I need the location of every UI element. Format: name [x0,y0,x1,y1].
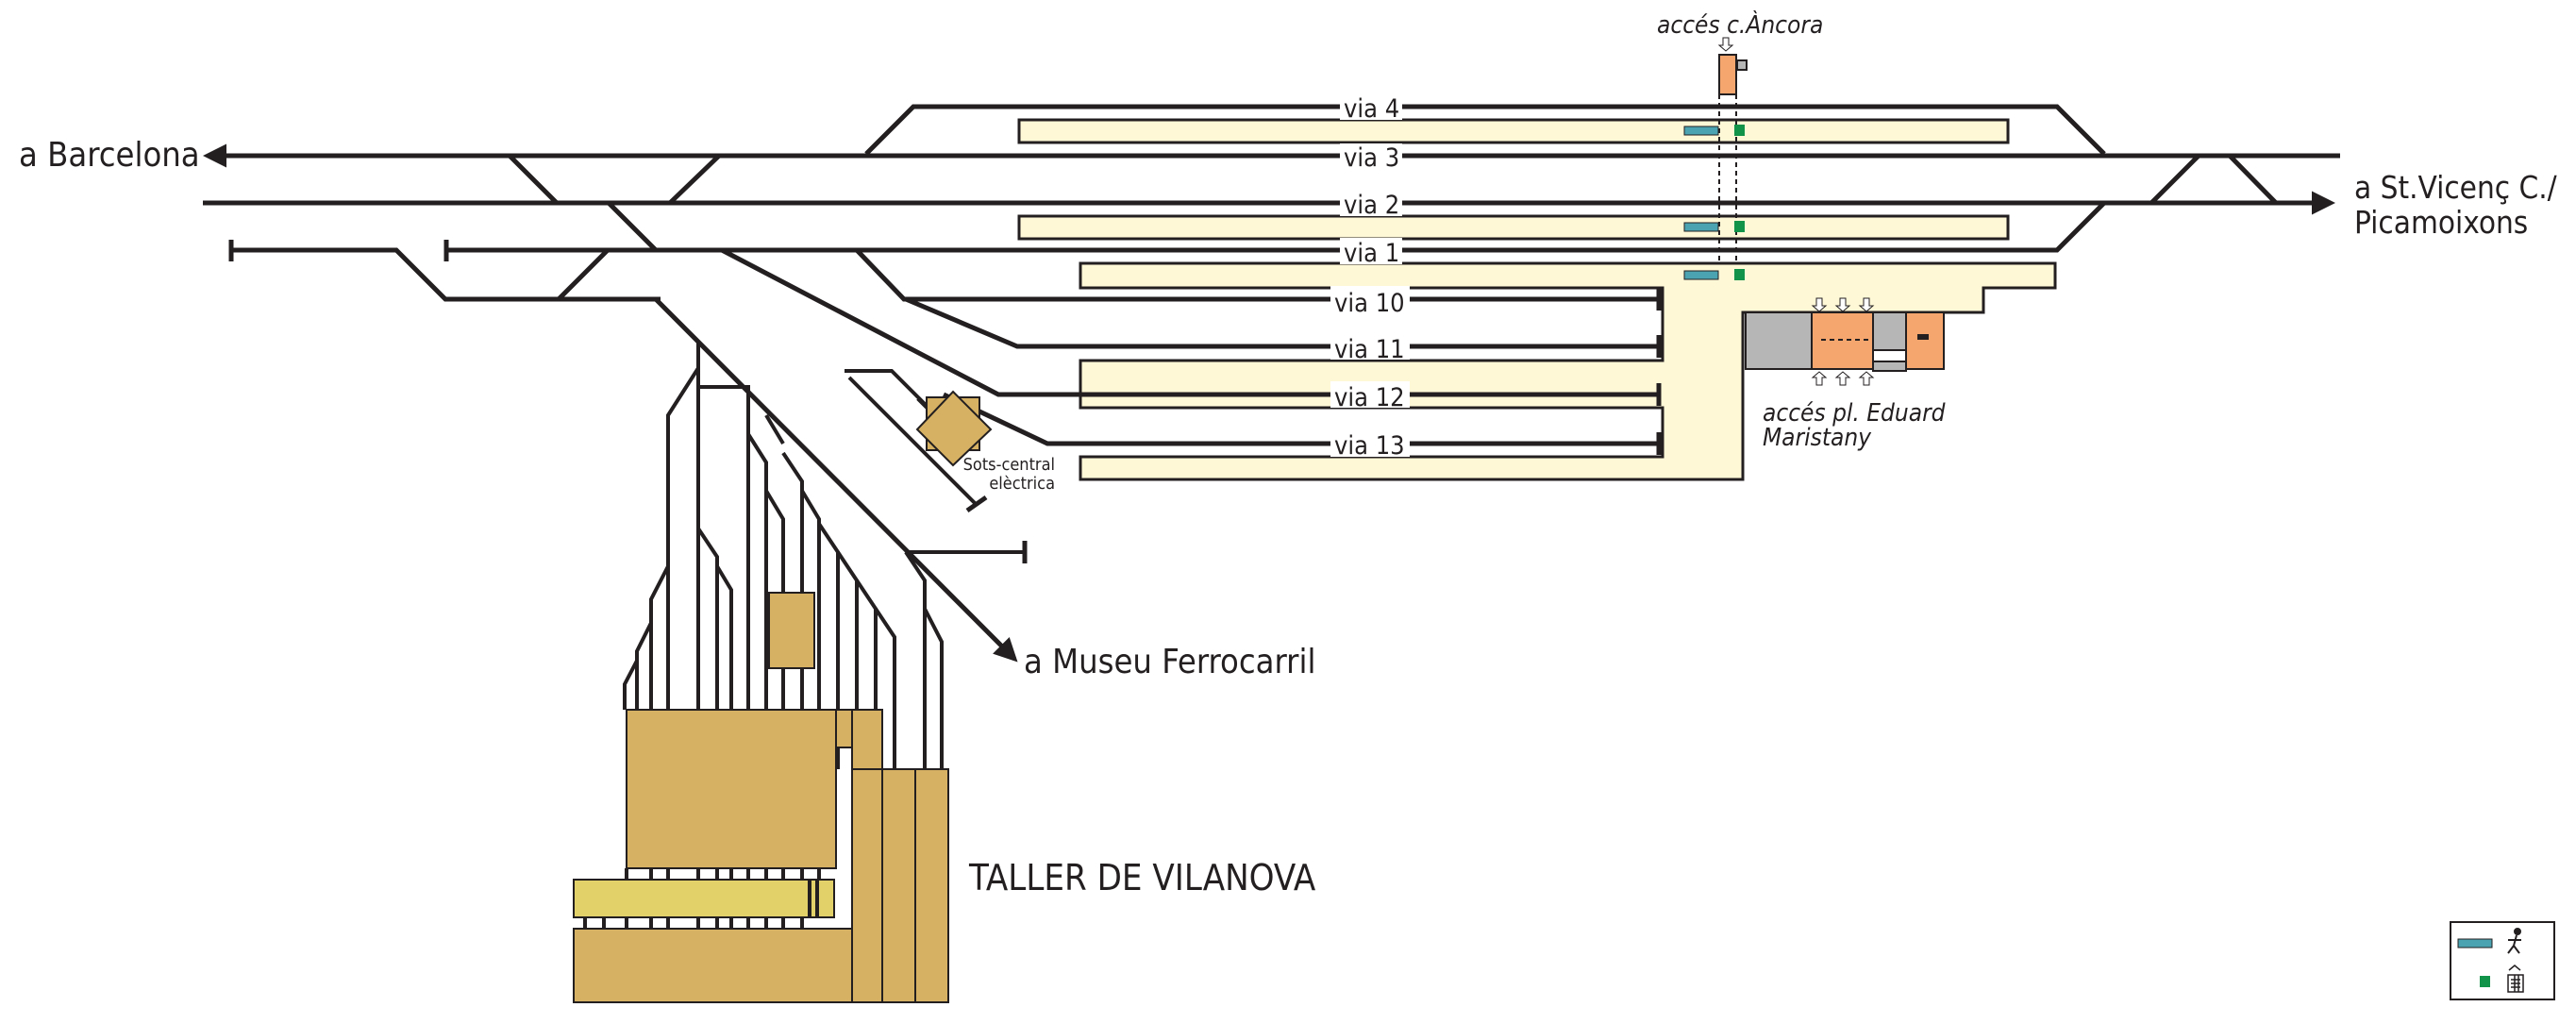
buffer-stop [965,495,988,513]
entry-arrows [1717,37,1875,386]
ticket-marker-icon [1734,269,1745,280]
platform-marker-icon [2457,938,2493,948]
ticket-machine-icon [2507,965,2524,993]
crossover [668,154,721,205]
crossover [607,201,658,252]
substation-label-line2: elèctrica [989,474,1055,494]
access-ancora-building [1718,54,1737,95]
workshop-hall-right [881,768,916,1003]
access-ancora-label: accés c.Àncora [1657,9,1823,40]
workshop-track-stubs [583,868,821,929]
track-label-via11: via 11 [1334,335,1405,364]
workshop-hall-lower [573,928,853,1003]
track-label-via13: via 13 [1334,431,1405,461]
track-label-via4: via 4 [1344,94,1399,124]
crossover [508,154,559,205]
platform-marker-icon [1683,126,1719,136]
platform-via1-via13 [1079,261,2057,481]
track-via4 [864,104,2106,156]
destination-stvicenc-line2: Picamoixons [2354,204,2528,241]
service-area [1745,311,1813,370]
track-to-museu [654,297,1018,663]
ticket-marker-icon [2480,976,2490,987]
legend [2450,921,2555,1000]
workshop-hall-right-2 [914,768,949,1003]
platform-marker-icon [1683,222,1719,232]
platform-marker-icon [1683,270,1719,280]
workshop-label: TALLER DE VILANOVA [968,857,1316,898]
destination-barcelona: a Barcelona [19,136,200,175]
workshop-small-building [768,592,815,669]
workshop-hall-right-0 [851,768,883,1003]
crossover [557,248,610,301]
track-label-via1: via 1 [1344,239,1399,268]
substation-siding [845,369,931,411]
crossover [2149,154,2200,205]
ticket-marker-icon [1734,221,1745,232]
walking-person-icon [2507,928,2521,954]
track-siding-left [231,247,661,302]
destination-museu: a Museu Ferrocarril [1024,643,1315,681]
track-label-via2: via 2 [1344,191,1399,220]
track-label-via10: via 10 [1334,289,1405,318]
workshop-track-fan [623,342,944,769]
cafe-icon [1917,334,1929,340]
platform-via2-via1 [1017,214,2010,241]
access-eduard-label-line1: accés pl. Eduard [1763,399,1946,428]
service-room [1872,311,1907,351]
track-via12 [720,247,1659,397]
track-via11 [905,296,1659,349]
track-label-via3: via 3 [1344,143,1399,173]
track-label-via12: via 12 [1334,383,1405,412]
service-room-small [1872,361,1907,372]
substation-label-line1: Sots-central [963,455,1055,475]
platform-via4-via3 [1017,118,2010,144]
substation-building-shape [915,390,993,467]
destination-stvicenc-line1: a St.Vicenç C./ [2354,169,2557,206]
workshop-yellow-shed [573,879,835,918]
elevator-icon [1736,59,1748,71]
track-via1 [446,201,2106,253]
access-eduard-label-line2: Maristany [1763,424,1872,452]
substation-siding [847,376,979,507]
ticket-marker-icon [1734,125,1745,136]
crossover [2228,154,2278,205]
workshop-hall-upper [626,709,837,869]
access-eduard-annex [1905,311,1945,370]
